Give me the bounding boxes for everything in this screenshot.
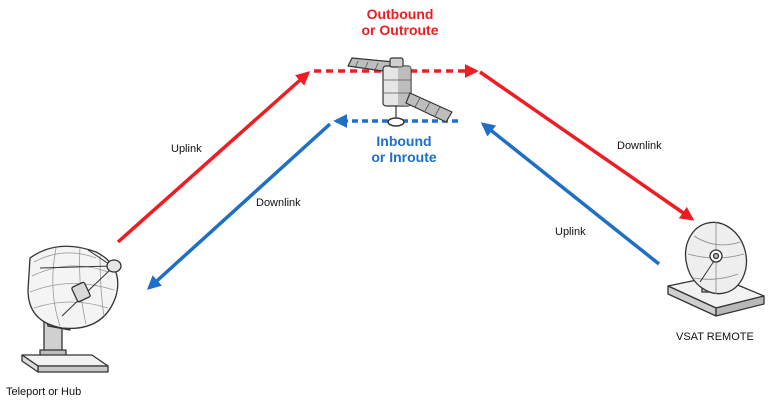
- outbound-uplink-line: [116, 71, 311, 244]
- outbound-label: Outbound or Outroute: [336, 6, 464, 38]
- outbound-label-line1: Outbound: [366, 6, 434, 22]
- inbound-label: Inbound or Inroute: [344, 133, 464, 165]
- hub-downlink-label: Downlink: [256, 197, 301, 209]
- vsat-dish-icon: [667, 221, 765, 317]
- inbound-uplink-line: [480, 122, 661, 266]
- remote-downlink-label: Downlink: [617, 140, 662, 152]
- satellite-icon: [347, 57, 453, 127]
- hub-name-label: Teleport or Hub: [6, 386, 82, 398]
- hub-uplink-label: Uplink: [171, 143, 202, 155]
- inbound-label-line2: or Inroute: [371, 149, 437, 166]
- remote-uplink-label: Uplink: [555, 226, 586, 238]
- large-dish-antenna-icon: [21, 245, 122, 373]
- outbound-label-line2: or Outroute: [361, 22, 439, 39]
- inbound-downlink-line: [146, 122, 332, 290]
- inbound-label-line1: Inbound: [376, 133, 432, 149]
- outbound-downlink-line: [479, 70, 695, 221]
- remote-name-label: VSAT REMOTE: [676, 331, 754, 343]
